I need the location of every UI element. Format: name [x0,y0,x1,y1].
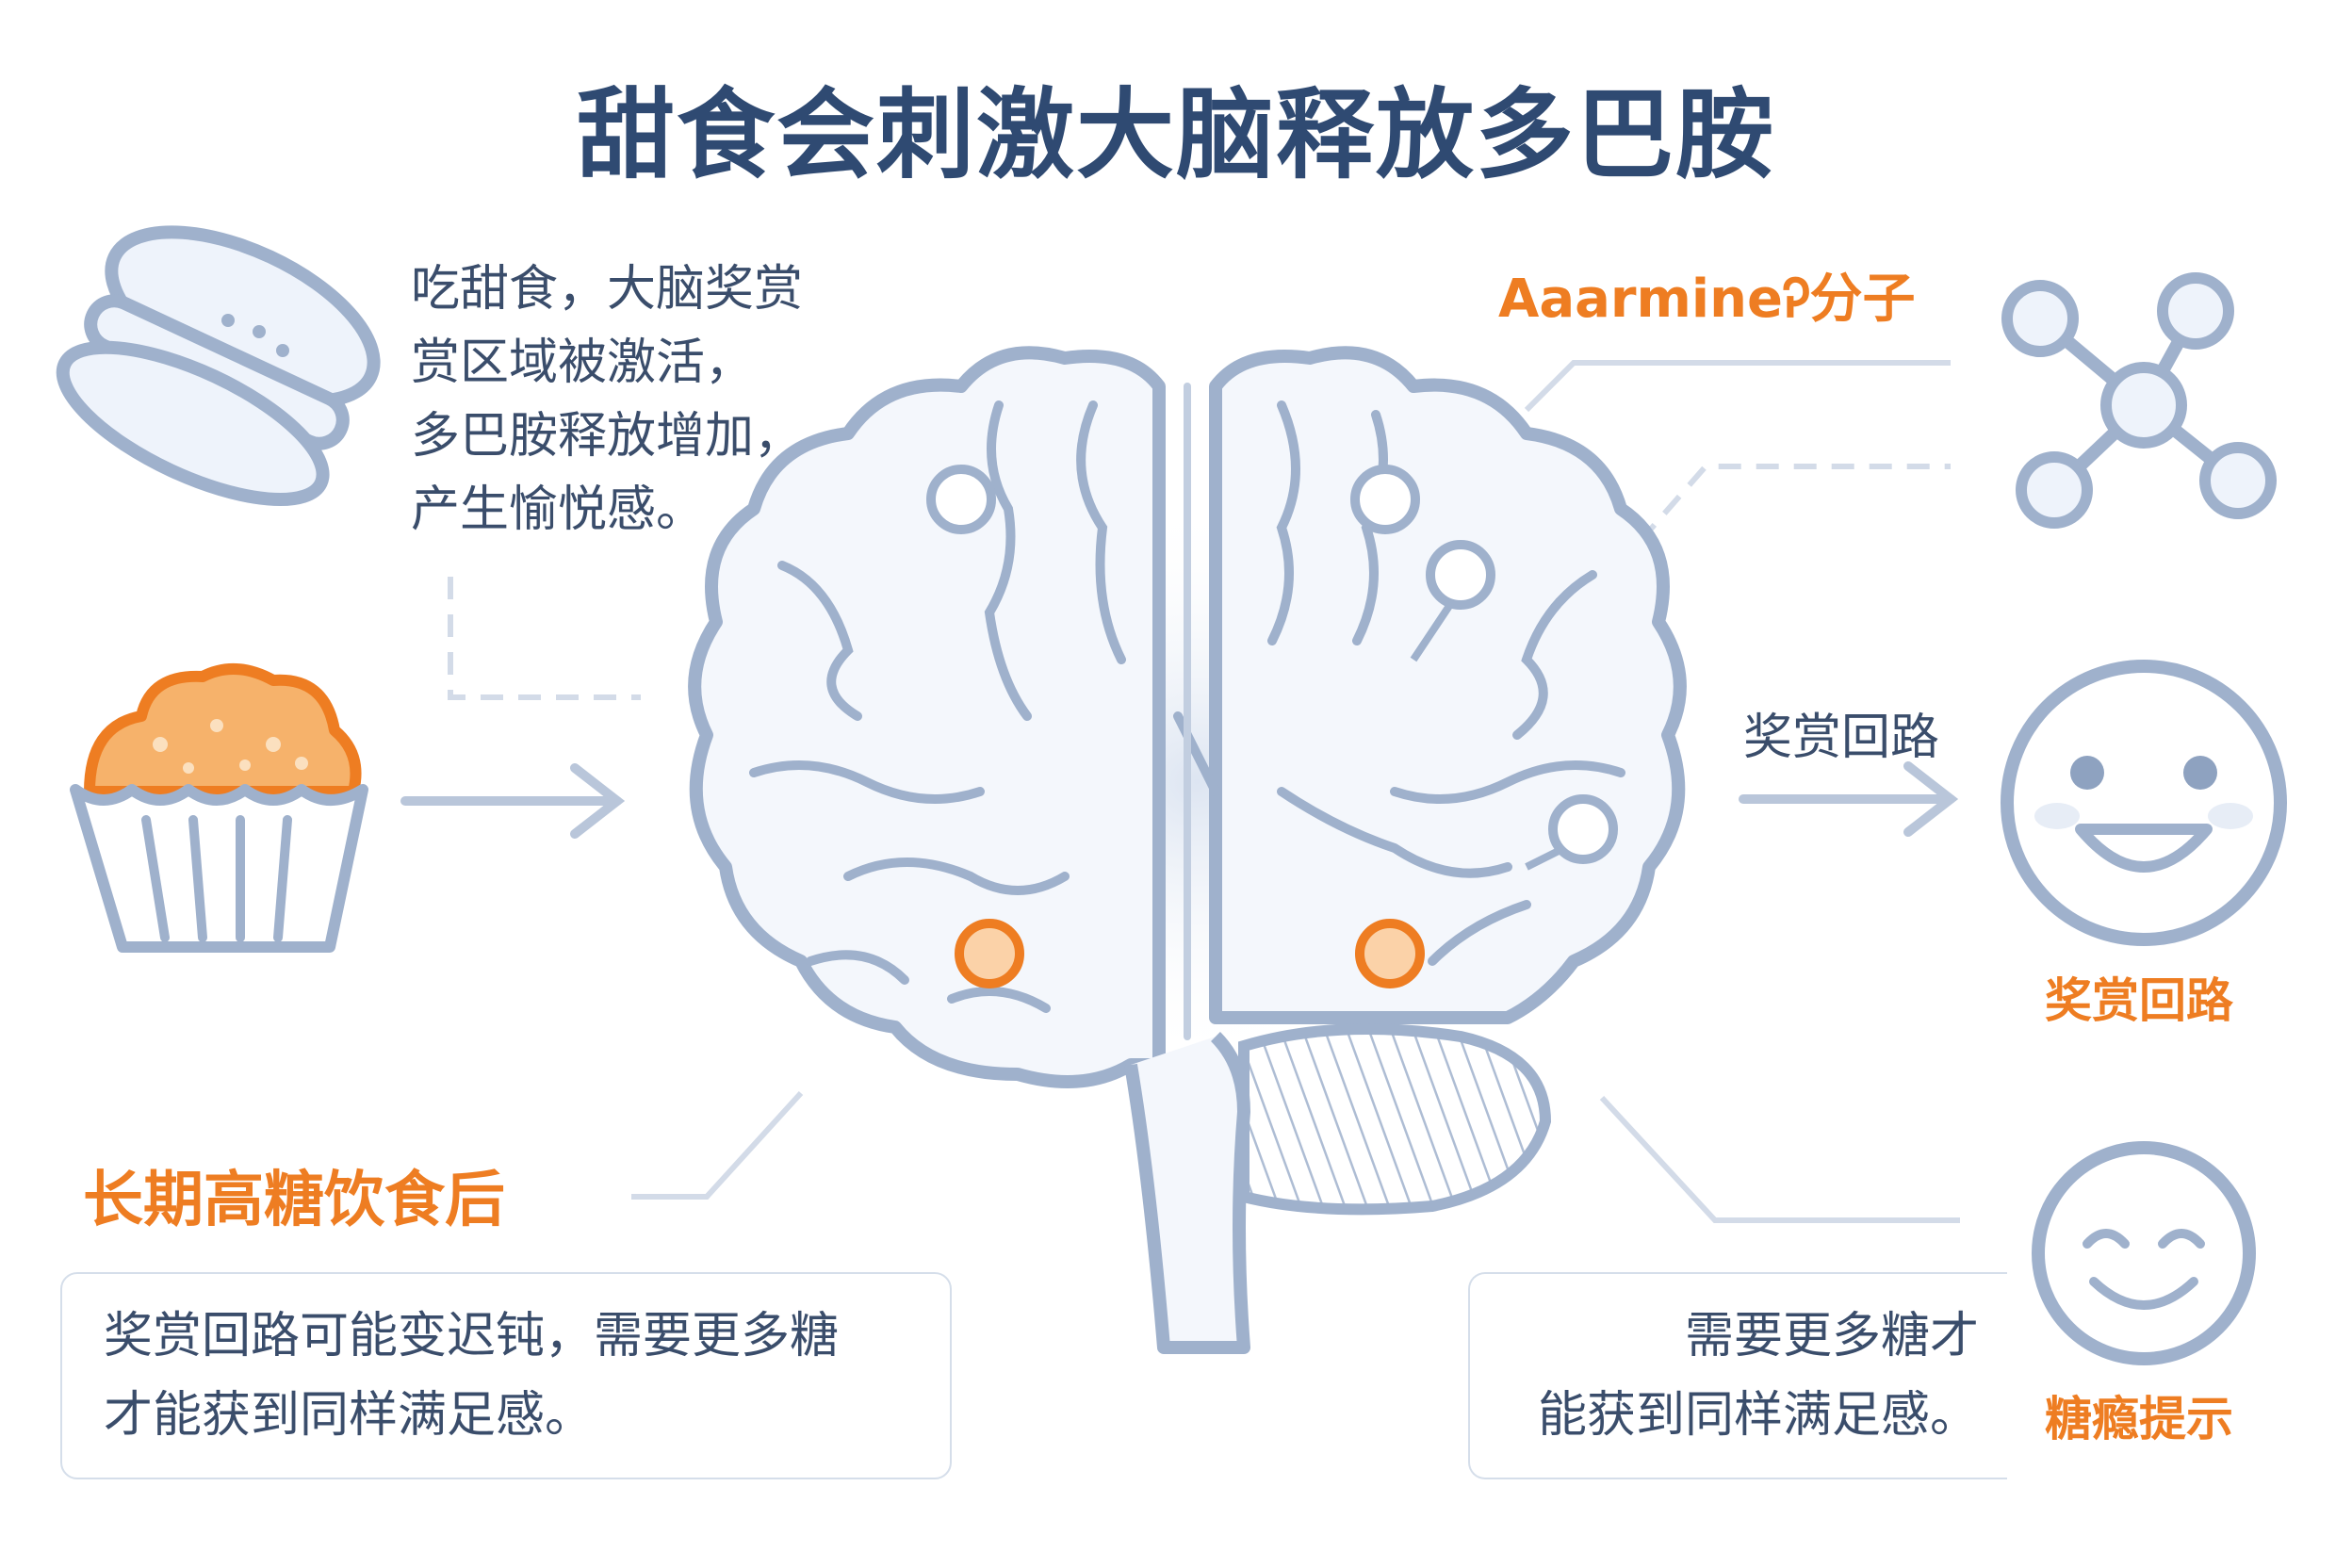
arrow-right-icon [400,763,626,839]
right-info-box: 需要更多糖才 能获到同样满足感。 [1468,1272,2007,1479]
macaron-icon [56,225,381,507]
reward-circuit-caption: 奖赏回路 [2045,973,2233,1028]
molecule-label: AaarmineᎮ分子 [1498,269,1916,330]
connector-lines [448,360,1960,1223]
left-box-text: 奖赏回路可能变迟钝，需要更多糖 才能获到同样满足感。 [104,1297,839,1455]
long-term-heading: 长期高糖饮食后 [83,1166,505,1235]
description-line: 吃甜食，大脑奖赏 [411,261,804,318]
smiley-content-icon [2032,1141,2256,1365]
description-line: 赏区域被激活， [411,335,755,391]
molecule-icon [2001,272,2277,529]
box-line: 能获到同样满足感。 [1537,1387,1979,1444]
page-title: 甜食会刺激大脑释放多巴胺 [576,77,1775,192]
sweets-description: 吃甜食，大脑奖赏 赏区域被激活， 多巴胺释放增加， 产生愉悦感。 [411,253,803,547]
smiley-big-icon [2001,660,2287,946]
reward-circuit-label: 奖赏回路 [1743,710,1940,766]
box-line: 才能获到同样满足感。 [104,1387,595,1444]
box-line: 奖赏回路可能变迟钝，需要更多糖 [104,1308,840,1364]
description-line: 多巴胺释放增加， [411,408,804,465]
left-info-box: 奖赏回路可能变迟钝，需要更多糖 才能获到同样满足感。 [60,1272,952,1479]
box-line: 需要更多糖才 [1684,1308,1979,1364]
right-box-text: 需要更多糖才 能获到同样满足感。 [1538,1297,1979,1455]
description-line: 产生愉悦感。 [411,482,706,538]
brain-icon [688,346,1687,1354]
cupcake-icon [70,662,368,953]
sugar-addiction-hint: 糖瘾提示 [2045,1392,2233,1446]
arrow-right-icon [1739,761,1959,837]
